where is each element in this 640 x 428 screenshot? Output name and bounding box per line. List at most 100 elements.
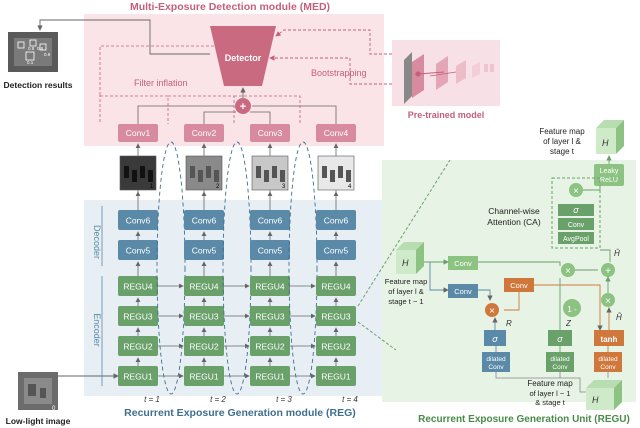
ca-line1: Channel-wise (488, 206, 540, 216)
ca-line2: Attention (CA) (487, 217, 541, 227)
output-plus-symbol: + (605, 266, 611, 277)
leaky-relu-block (594, 164, 624, 186)
regu-1-col-4 (316, 366, 356, 386)
time-label-3: t = 3 (276, 395, 292, 404)
exposure-figure (190, 166, 195, 178)
exposure-image-sub-2: 2 (216, 184, 220, 190)
regu-3-col-2-label: REGU3 (189, 312, 219, 322)
sigma-z-label: σ (557, 334, 563, 344)
dilated-2-line1: dilated (550, 356, 570, 363)
ca-conv-block (558, 218, 594, 230)
regu-1-col-1-label: REGU1 (123, 372, 153, 382)
regu-2-col-1 (118, 336, 158, 356)
regu-2-col-4-label: REGU2 (321, 342, 351, 352)
ca-sigma-block (558, 204, 594, 216)
conv6-col-1 (118, 210, 158, 230)
ca-avgpool-block (558, 232, 594, 244)
regu-1-col-2-label: REGU1 (189, 372, 219, 382)
bootstrapping-arrow (275, 29, 392, 55)
fm-left-line3: stage t − 1 (388, 297, 423, 306)
conv6-col-2-label: Conv6 (192, 216, 217, 226)
encoder-label: Encoder (92, 313, 102, 347)
ca-sigma-label: σ (573, 205, 579, 215)
feature-map-top-cube (596, 120, 624, 154)
conv5-col-4 (316, 240, 356, 260)
detector-label: Detector (225, 53, 262, 63)
results-arrow-down (37, 19, 62, 31)
regu-4-col-2-label: REGU4 (189, 282, 219, 292)
med-conv-3-label: Conv3 (258, 128, 283, 138)
htilde-symbol: H̃ (616, 313, 622, 322)
conv5-col-3-label: Conv5 (258, 246, 283, 256)
dilated-conv-3 (594, 352, 622, 372)
med-sum-node (235, 98, 251, 114)
exposure-figure (272, 166, 277, 178)
regu-1-col-1 (118, 366, 158, 386)
low-light-image (18, 372, 58, 410)
exposure-figure (198, 170, 203, 182)
exposure-figure (280, 170, 285, 182)
regu-wire-conv-to-mult (478, 261, 561, 266)
det-box-label-2: 0.6 (37, 46, 44, 51)
ca-conv-label: Conv (568, 222, 585, 229)
low-light-sub: 0 (52, 406, 56, 412)
h-bottom-symbol: H (592, 395, 599, 405)
dilated-1-line1: dilated (486, 356, 506, 363)
med-conv-3 (250, 124, 290, 142)
ca-multiply-node (569, 183, 583, 197)
regu-conv-top (448, 256, 478, 270)
z-symbol: Z (565, 319, 572, 328)
regu-title: Recurrent Exposure Generation Unit (REGU… (418, 414, 630, 425)
regu-3-col-1 (118, 306, 158, 326)
sigma-z-block (548, 330, 572, 346)
med-conv-2-label: Conv2 (192, 128, 217, 138)
pretrained-network (404, 52, 494, 104)
exposure-figure (140, 166, 145, 178)
exposure-figure (264, 170, 269, 182)
fm-top-line2: of layer l & (543, 137, 581, 146)
fm-top-line3: stage t (550, 147, 575, 156)
conv6-col-3 (250, 210, 290, 230)
regu-2-col-3 (250, 336, 290, 356)
conv6-col-3-label: Conv6 (258, 216, 283, 226)
time-label-1: t = 1 (144, 395, 160, 404)
regu-conv-left-label: Conv (454, 287, 472, 296)
reset-multiply-symbol: × (489, 306, 495, 317)
z-multiply-node (561, 263, 575, 277)
regu-4-col-2 (184, 276, 224, 296)
feature-map-bottom-cube (586, 380, 622, 410)
filter-inflation-arrows (99, 45, 301, 124)
exposure-figure (124, 166, 129, 178)
conv2-fanin (203, 111, 236, 124)
feature-map-left-cube (396, 242, 424, 274)
detector-block (210, 26, 276, 86)
regu-1-col-3 (250, 366, 290, 386)
detection-results-label: Detection results (4, 80, 73, 90)
med-conv-1-label: Conv1 (126, 128, 151, 138)
med-conv-4 (316, 124, 356, 142)
det-box-label-4: 0.1 (27, 60, 34, 65)
det-box-label-3: 0.9 (44, 52, 51, 57)
regu-wire-orangeconv-to-tanh (534, 284, 603, 331)
exposure-figure (346, 170, 351, 182)
exposure-figure (206, 166, 211, 178)
bootstrapping-label: Bootstrapping (311, 68, 367, 78)
exposure-image-sub-3: 3 (282, 184, 286, 190)
time-label-4: t = 4 (342, 395, 358, 404)
ca-multiply-symbol: × (573, 186, 579, 197)
bootstrapping-arrow-2 (269, 55, 392, 85)
med-conv-2 (184, 124, 224, 142)
exposure-figure (214, 170, 219, 182)
output-plus-node (601, 263, 615, 277)
regu-4-col-4-label: REGU4 (321, 282, 351, 292)
fm-bottom-line2: of layer l − 1 (529, 389, 570, 398)
conv4-fanin (252, 105, 337, 124)
regu-wire-h-to-leftconv (429, 262, 449, 293)
regu-wire-plus-up (600, 249, 611, 262)
conv5-col-1-label: Conv5 (126, 246, 151, 256)
regu-4-col-1 (118, 276, 158, 296)
regu-3-col-1-label: REGU3 (123, 312, 153, 322)
